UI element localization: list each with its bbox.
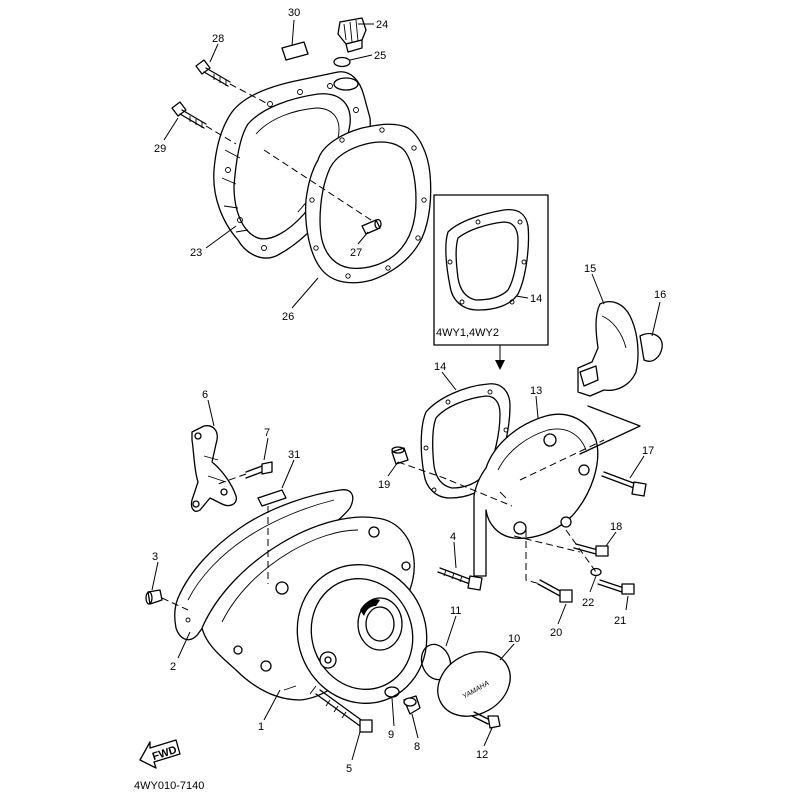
dowel-3 (145, 589, 163, 605)
bolt-4 (437, 567, 483, 591)
part-number-11: 11 (450, 605, 461, 617)
footer-code: 4WY010-7140 (134, 780, 204, 792)
fwd-arrow: FWD (139, 739, 181, 769)
part-number-16: 16 (654, 289, 666, 301)
part-number-3: 3 (152, 551, 158, 563)
part-number-5: 5 (346, 763, 352, 775)
crankcase-gasket (304, 123, 432, 284)
dowel-19 (391, 446, 409, 465)
cover-cap-10: YAMAHA (437, 651, 511, 717)
dowel-pin (361, 218, 382, 235)
part-number-17: 17 (642, 445, 654, 457)
inset-box (433, 194, 549, 370)
screw-12 (471, 711, 501, 729)
bracket-15 (577, 301, 639, 397)
inset-part-number-14: 14 (530, 293, 542, 305)
washer-22 (590, 567, 602, 577)
part-number-31: 31 (288, 449, 300, 461)
part-number-25: 25 (374, 50, 386, 62)
part-number-24: 24 (376, 19, 388, 31)
part-number-21: 21 (614, 615, 626, 627)
part-number-28: 28 (212, 33, 224, 45)
cover-plate (257, 489, 287, 584)
part-number-4: 4 (450, 531, 456, 543)
part-number-6: 6 (202, 389, 208, 401)
bolt-21 (597, 579, 635, 595)
bolt-28 (195, 59, 231, 87)
plug-8 (403, 695, 421, 715)
plate-16 (639, 333, 663, 362)
bolt-7 (245, 461, 273, 479)
crankcase-cover-right (473, 413, 599, 577)
part-number-26: 26 (282, 311, 294, 323)
part-number-27: 27 (350, 247, 362, 259)
part-number-19: 19 (378, 479, 390, 491)
part-number-10: 10 (508, 633, 520, 645)
part-number-30: 30 (288, 7, 300, 19)
caution-label (281, 41, 309, 61)
bolt-17 (601, 471, 647, 497)
part-number-7: 7 (264, 427, 270, 439)
washer-9 (384, 686, 400, 698)
part-number-14: 14 (434, 361, 446, 373)
bolt-18 (573, 543, 609, 557)
part-number-1: 1 (258, 721, 264, 733)
inset-label: 4WY1,4WY2 (436, 327, 499, 339)
bolt-5 (315, 689, 373, 733)
part-number-23: 23 (190, 247, 202, 259)
oil-filler-cap (337, 17, 367, 53)
part-number-18: 18 (610, 521, 622, 533)
part-number-9: 9 (388, 729, 394, 741)
part-number-15: 15 (584, 263, 596, 275)
bracket (190, 425, 237, 512)
bolt-20 (537, 579, 573, 603)
part-number-8: 8 (414, 741, 420, 753)
part-number-12: 12 (476, 749, 488, 761)
part-number-2: 2 (170, 661, 176, 673)
filler-cap-o-ring (333, 56, 351, 68)
bolt-29 (171, 101, 207, 129)
part-number-29: 29 (154, 143, 166, 155)
part-number-20: 20 (550, 627, 562, 639)
crankcase-cover-left (201, 516, 428, 704)
part-number-22: 22 (582, 597, 594, 609)
part-number-13: 13 (530, 385, 542, 397)
